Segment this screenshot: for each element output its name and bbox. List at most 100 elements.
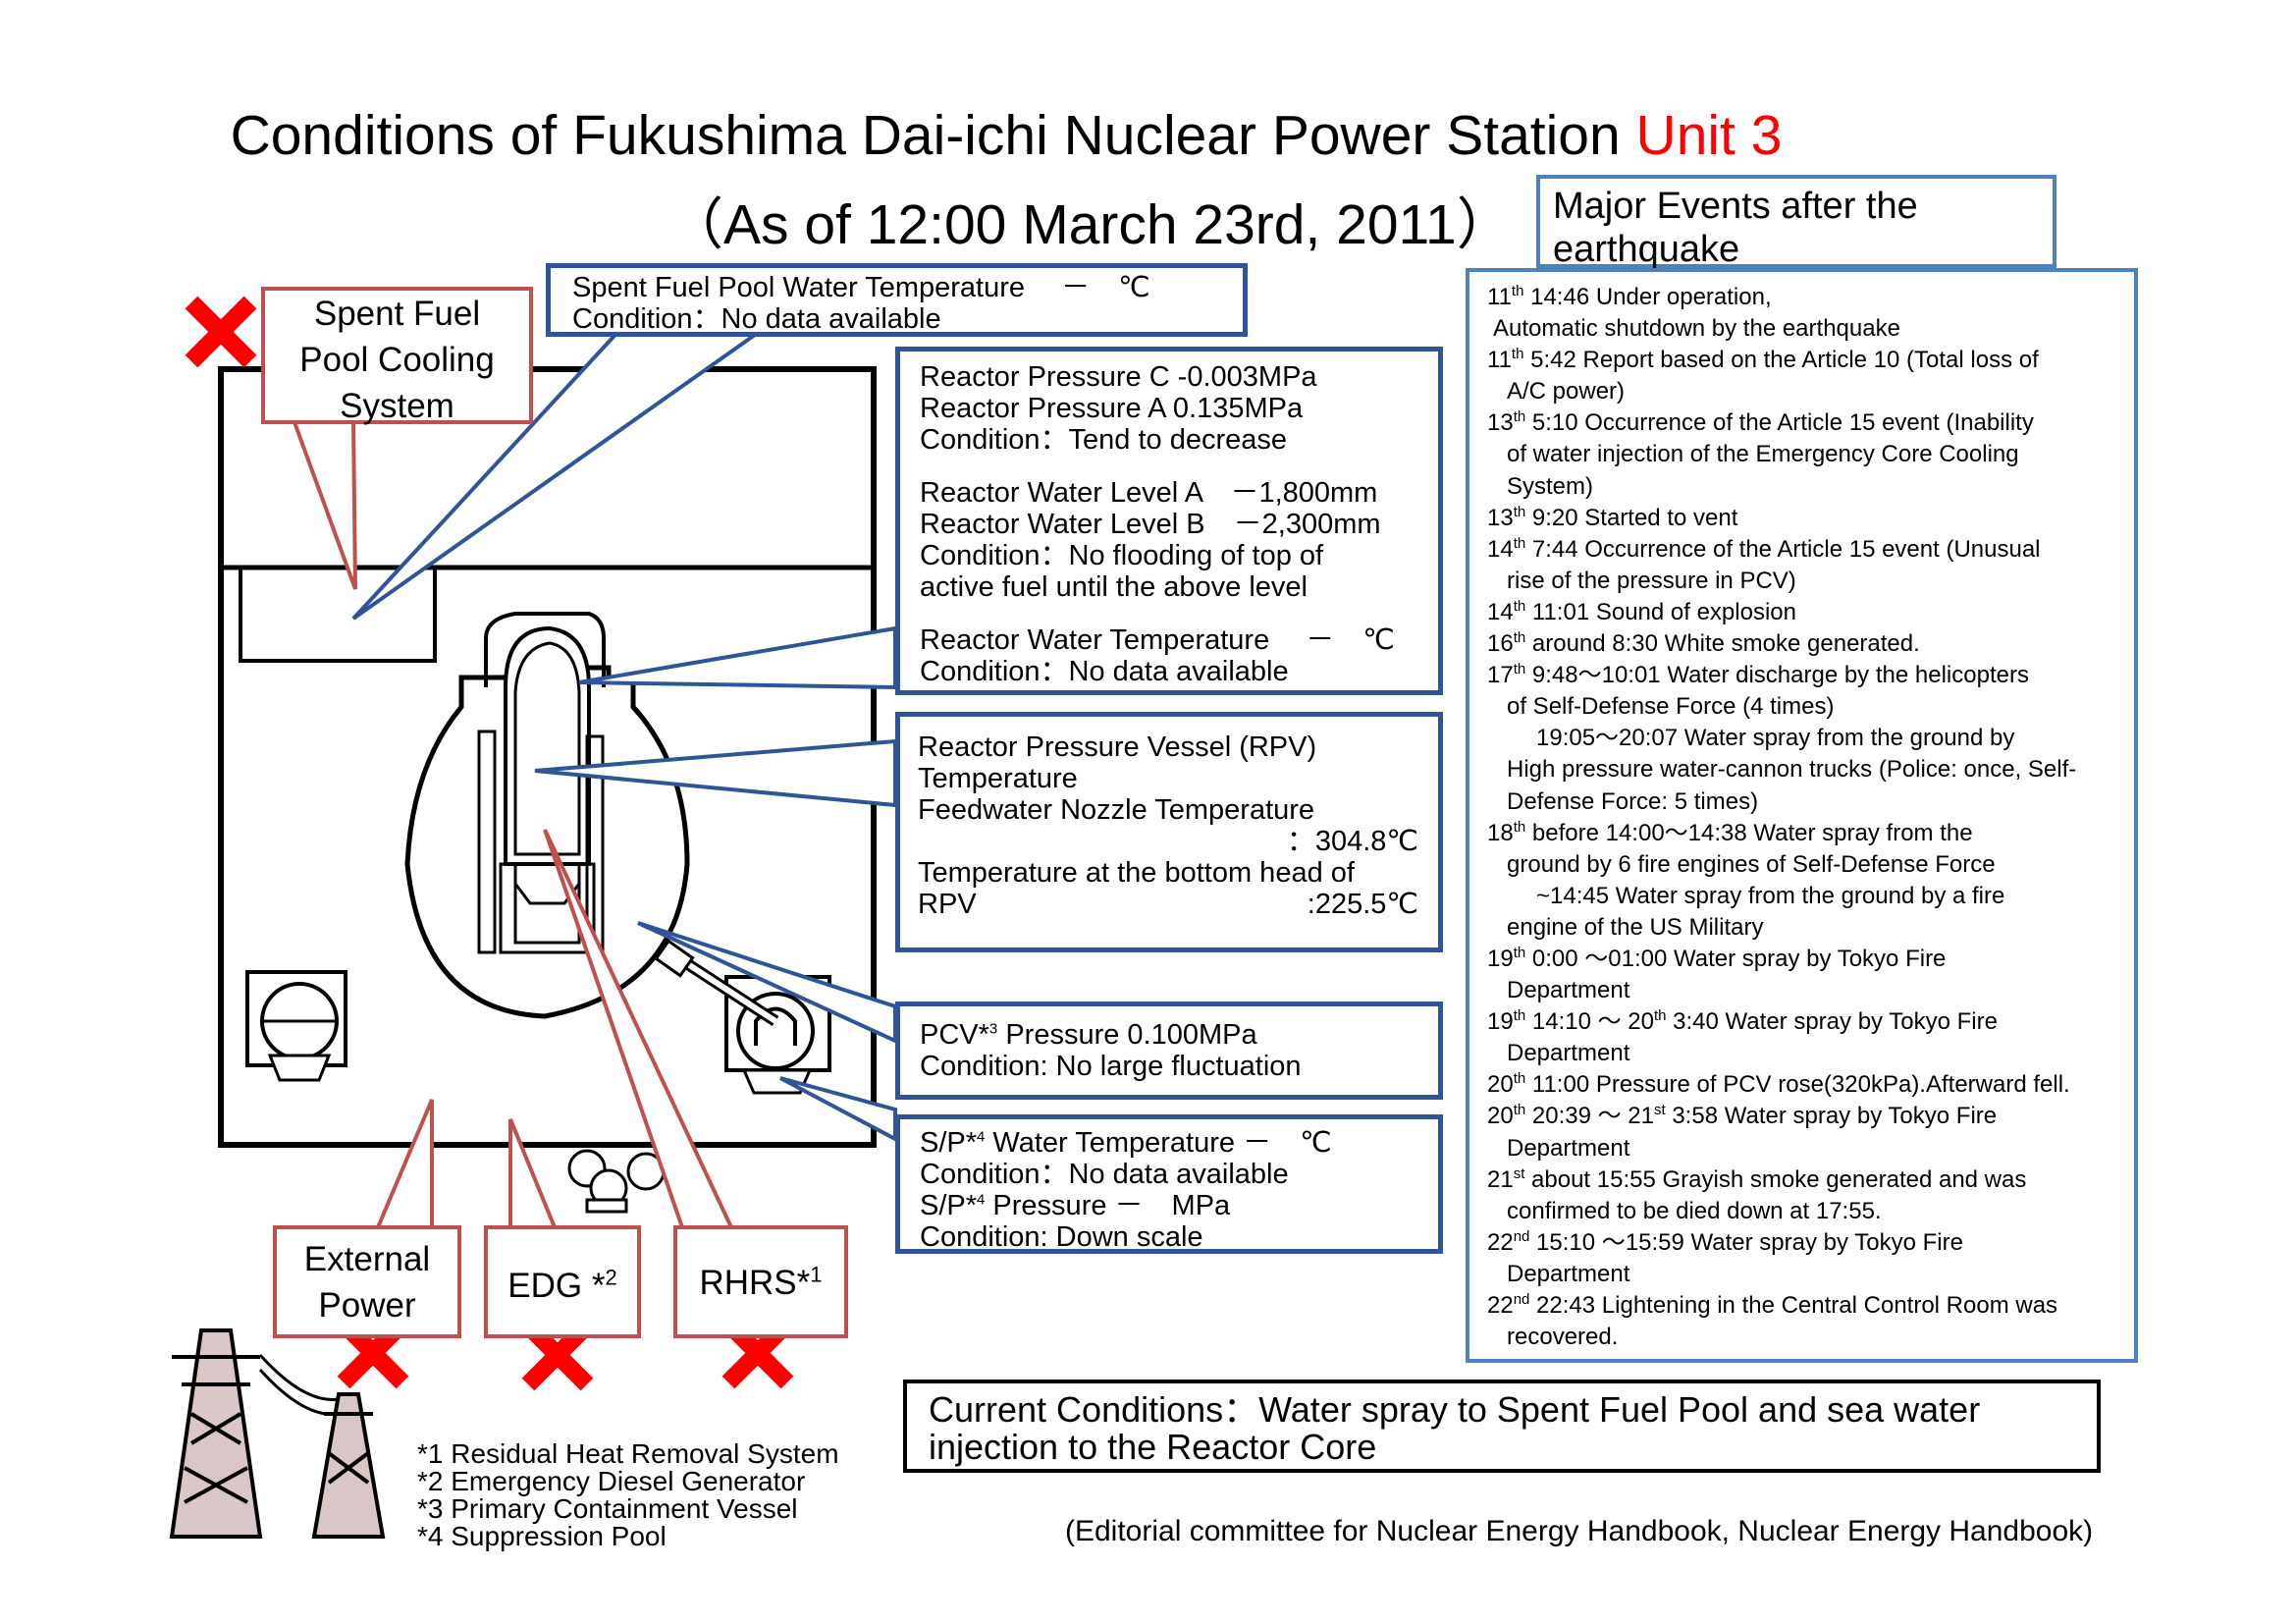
reactor-status-box: Reactor Pressure C -0.003MPa Reactor Pre… [895,347,1443,695]
sp-label-1: S/P* [920,1127,978,1159]
event-line: System) [1507,472,1594,500]
event-line: 13th 9:20 Started to vent [1487,503,1738,531]
event-line: 22nd 22:43 Lightening in the Central Con… [1487,1291,2058,1319]
sp-footnote-ref-1: 4 [977,1128,986,1146]
major-events-header-box: Major Events after the earthquake [1536,175,2056,270]
event-line: 19th 0:00 ～01:00 Water spray by Tokyo Fi… [1487,944,1947,972]
pcv-pressure-box: PCV*3 Pressure 0.100MPa Condition: No la… [895,1001,1443,1100]
page-title: Conditions of Fukushima Dai-ichi Nuclear… [0,103,2012,168]
event-line: of Self-Defense Force (4 times) [1507,693,1835,721]
callout-pointer-sp [779,1076,897,1143]
title-main: Conditions of Fukushima Dai-ichi Nuclear… [230,104,1636,167]
title-unit: Unit 3 [1635,104,1783,167]
pcv-pressure: Pressure 0.100MPa [997,1019,1257,1051]
major-events-list-box: 11th 14:46 Under operation,Automatic shu… [1466,268,2138,1363]
current-conditions-line2: injection to the Reactor Core [929,1427,1377,1467]
callout-pointer-external-power [374,1099,434,1229]
event-line: 14th 11:01 Sound of explosion [1487,597,1796,625]
event-line: 17th 9:48～10:01 Water discharge by the h… [1487,661,2029,689]
event-line: 21st about 15:55 Grayish smoke generated… [1487,1164,2027,1193]
callout-pointer-edg [508,1118,558,1229]
sfp-cooling-system-label: Spent Fuel Pool Cooling System [261,287,533,425]
event-line: 22nd 15:10 ～15:59 Water spray by Tokyo F… [1487,1227,1963,1256]
callout-pointer-reactor [578,625,897,690]
event-line: Defense Force: 5 times) [1507,787,1759,815]
major-events-list: 11th 14:46 Under operation,Automatic shu… [1487,282,2076,1353]
shield-wall-left [477,730,497,954]
current-conditions-line1: Current Conditions：Water spray to Spent … [929,1389,1981,1430]
pcv-head [484,612,606,687]
event-line: 11th 5:42 Report based on the Article 10… [1487,346,2039,374]
sp-pressure: Pressure － MPa [985,1190,1231,1221]
reactor-temp-condition: Condition：No data available [920,656,1289,687]
reactor-level-condition-2: active fuel until the above level [920,571,1308,603]
event-line: Department [1507,1260,1630,1287]
sp-temp-condition: Condition：No data available [920,1159,1289,1190]
event-line: recovered. [1507,1324,1619,1351]
power-tower-icon [169,1328,386,1539]
event-line: Department [1507,1040,1630,1067]
footnotes: *1 Residual Heat Removal System *2 Emerg… [417,1440,839,1550]
footnote-2: *2 Emergency Diesel Generator [417,1466,806,1496]
sp-footnote-ref-2: 4 [977,1191,986,1209]
bottom-head-rpv: RPV [918,889,977,920]
event-line: engine of the US Military [1507,913,1764,941]
event-line: Department [1507,1134,1630,1162]
event-line: of water injection of the Emergency Core… [1507,441,2019,468]
event-line: ~14:45 Water spray from the ground by a … [1536,882,2005,909]
reactor-water-level-a: Reactor Water Level A －1,800mm [920,477,1378,509]
rpv-inner [513,641,581,856]
reactor-pressure-c: Reactor Pressure C -0.003MPa [920,361,1317,393]
reactor-pressure-condition: Condition：Tend to decrease [920,424,1288,456]
rpv-pedestal [499,862,596,954]
event-line: A/C power) [1507,378,1626,406]
reactor-pressure-vessel [504,625,591,866]
event-line: 14th 7:44 Occurrence of the Article 15 e… [1487,534,2041,563]
callout-pointer-sfp-cooling [292,420,357,590]
event-line: ground by 6 fire engines of Self-Defense… [1507,850,1996,878]
event-line: 20th 20:39 ～ 21st 3:58 Water spray by To… [1487,1102,1998,1130]
event-line: rise of the pressure in PCV) [1507,567,1796,594]
reactor-water-temperature: Reactor Water Temperature － ℃ [920,624,1395,656]
event-line: 20th 11:00 Pressure of PCV rose(320kPa).… [1487,1070,2070,1099]
event-line: confirmed to be died down at 17:55. [1507,1197,1882,1224]
source-citation: (Editorial committee for Nuclear Energy … [1065,1515,2094,1547]
event-line: 18th before 14:00～14:38 Water spray from… [1487,818,1973,846]
bottom-head-label: Temperature at the bottom head of [918,857,1355,889]
footnote-1: *1 Residual Heat Removal System [417,1438,839,1469]
pcv-footnote-ref: 3 [988,1020,998,1038]
rpv-temperature-label: Temperature [918,763,1078,794]
sp-pressure-condition: Condition: Down scale [920,1221,1203,1253]
feedwater-nozzle-value: ：304.8℃ [1286,826,1418,857]
pcv-label: PCV* [920,1019,989,1051]
sp-label-2: S/P* [920,1190,978,1221]
footnote-4: *4 Suppression Pool [417,1521,667,1551]
sp-water-temperature: Water Temperature － ℃ [985,1127,1332,1159]
bottom-head-value: :225.5℃ [1307,889,1418,920]
edg-label: EDG *2 [484,1225,641,1338]
event-line: Department [1507,977,1630,1004]
pcv-condition: Condition: No large fluctuation [920,1051,1302,1082]
rpv-title: Reactor Pressure Vessel (RPV) [918,731,1317,763]
major-events-header-line2: earthquake [1553,229,1740,270]
suppression-pool-box: S/P*4 Water Temperature － ℃ Condition：No… [895,1114,1443,1254]
event-line: 19th 14:10 ～ 20th 3:40 Water spray by To… [1487,1007,1998,1036]
event-line: 13th 5:10 Occurrence of the Article 15 e… [1487,408,2034,437]
event-line: 19:05～20:07 Water spray from the ground … [1536,725,2015,752]
spent-fuel-pool-box: Spent Fuel Pool Water Temperature － ℃ Co… [546,263,1248,337]
reactor-pressure-a: Reactor Pressure A 0.135MPa [920,393,1304,424]
sfp-condition: Condition：No data available [572,303,941,335]
cross-mark-sfp [185,296,257,368]
major-events-header-line1: Major Events after the [1553,186,1918,227]
external-power-label: External Power [273,1225,461,1338]
event-line: Automatic shutdown by the earthquake [1493,315,1900,343]
reactor-level-condition-1: Condition：No flooding of top of [920,540,1324,571]
sfp-temperature: Spent Fuel Pool Water Temperature － ℃ [572,272,1150,303]
feedwater-nozzle-label: Feedwater Nozzle Temperature [918,794,1315,826]
event-line: High pressure water-cannon trucks (Polic… [1507,756,2077,784]
rpv-temperature-box: Reactor Pressure Vessel (RPV) Temperatur… [895,712,1443,952]
event-line: 16th around 8:30 White smoke generated. [1487,629,1920,658]
rhrs-label: RHRS*1 [673,1225,848,1338]
spent-fuel-pool [239,566,437,663]
